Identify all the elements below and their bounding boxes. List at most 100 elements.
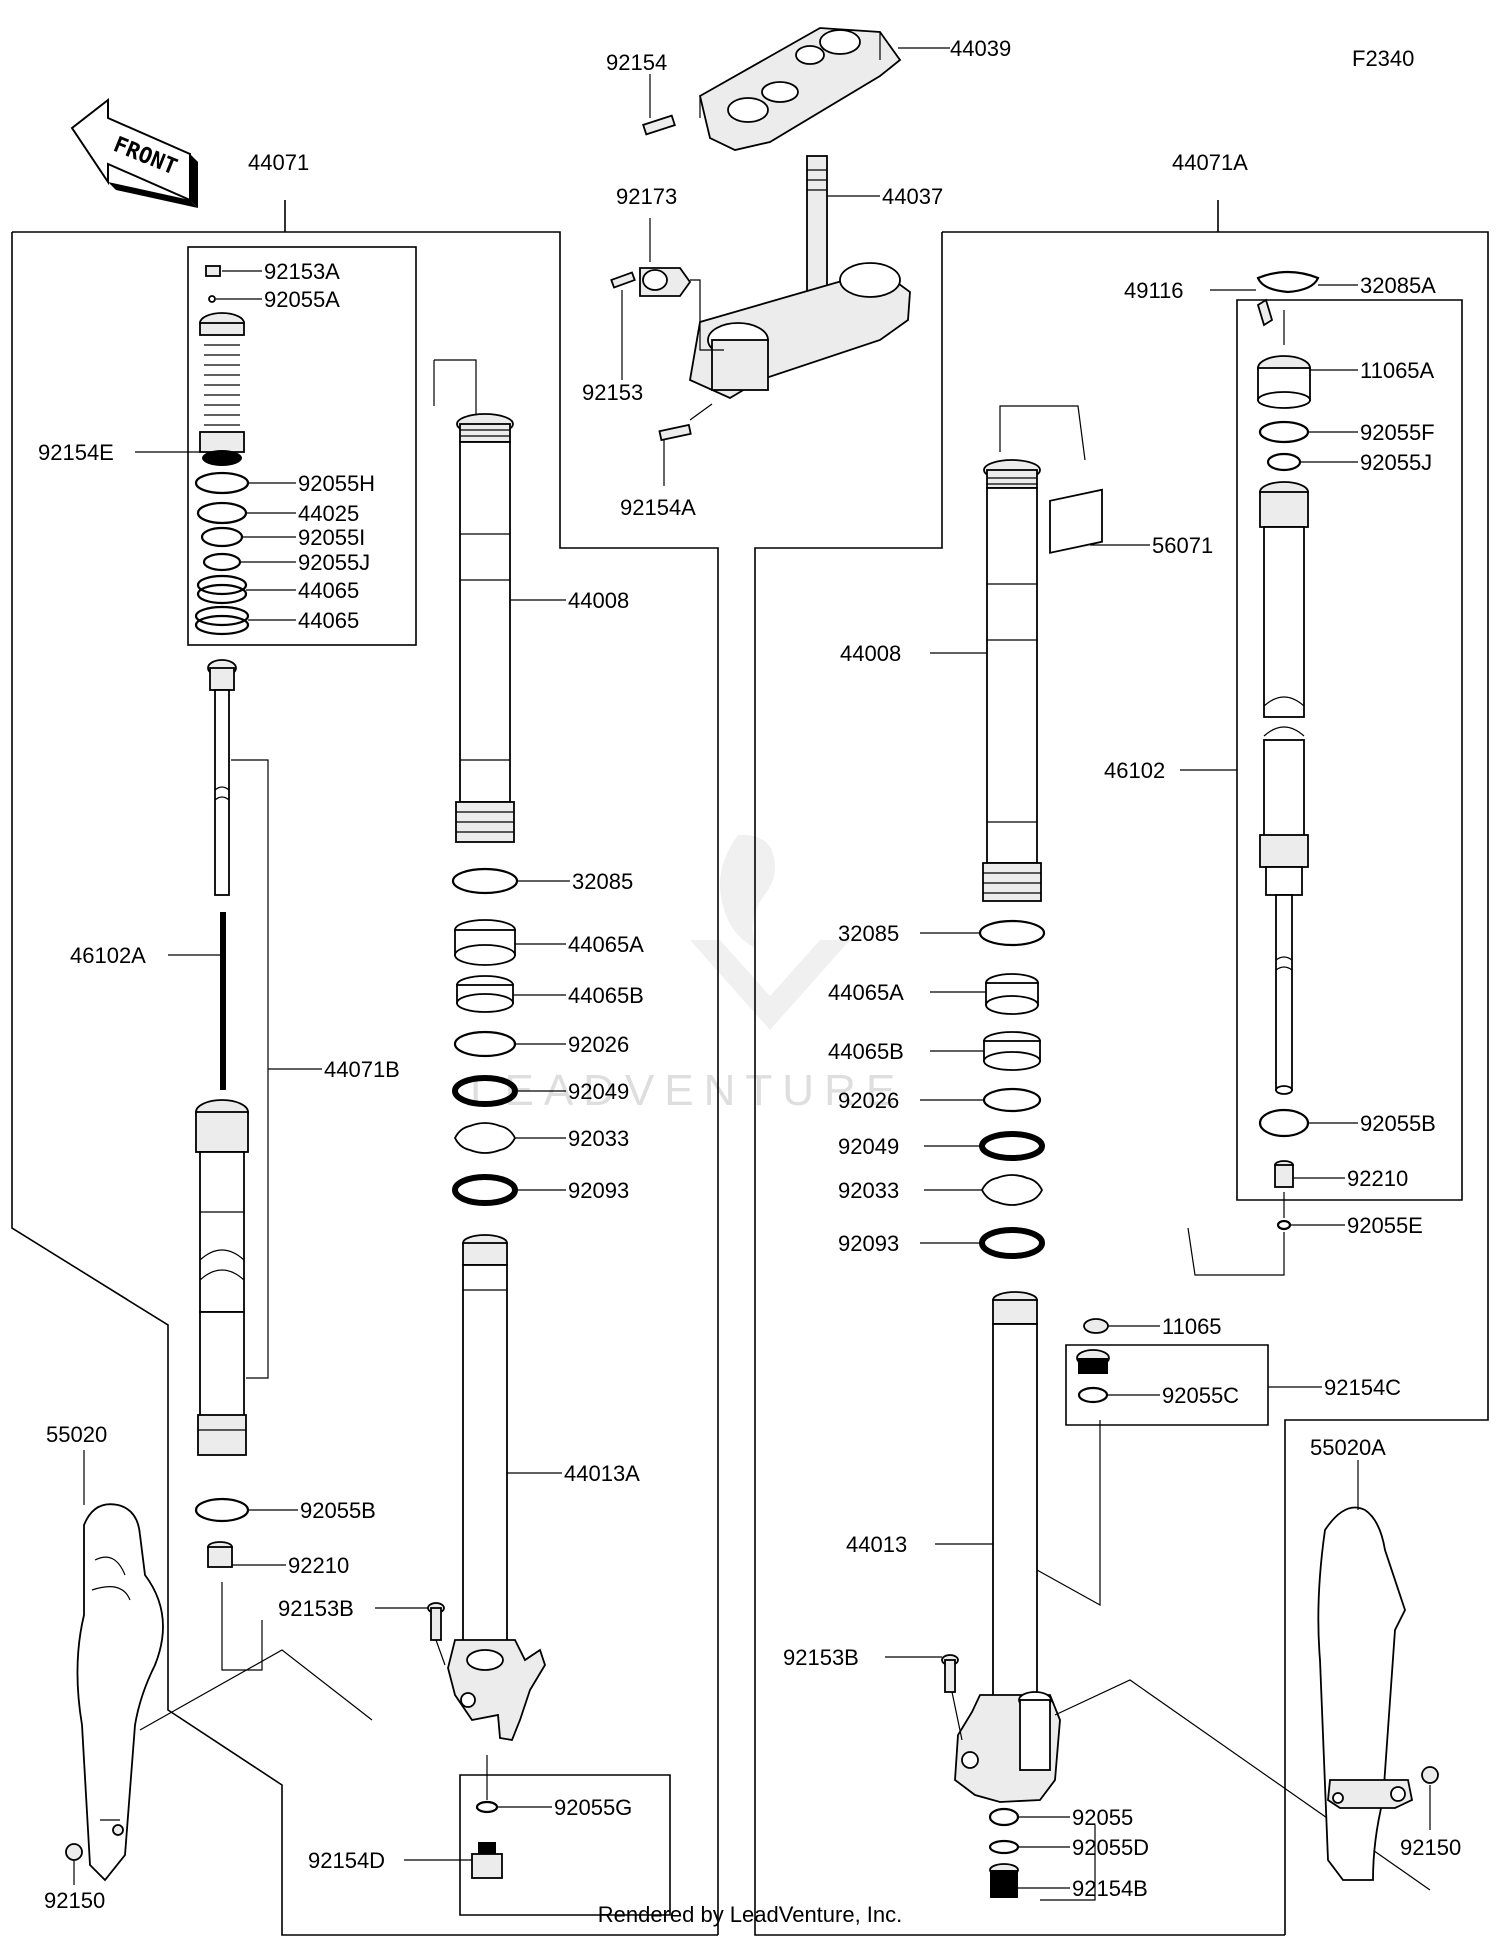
oring-92055J-right xyxy=(1266,452,1302,472)
bushing-44065B-right xyxy=(983,1031,1041,1071)
kit-box-92154D xyxy=(459,1774,671,1916)
bolt-92154A xyxy=(658,423,692,442)
label-44071B: 44071B xyxy=(324,1057,400,1082)
outer-tube-44008-right xyxy=(982,459,1042,902)
label-92033-right: 92033 xyxy=(838,1178,899,1203)
label-92154C: 92154C xyxy=(1324,1375,1401,1400)
ring-92055I xyxy=(200,526,244,548)
valve-92154C xyxy=(1076,1349,1110,1374)
oring-92055A xyxy=(208,295,216,303)
label-92153A: 92153A xyxy=(264,259,340,284)
label-44065B-right: 44065B xyxy=(828,1039,904,1064)
label-92055J-left: 92055J xyxy=(298,550,370,575)
label-32085A: 32085A xyxy=(1360,273,1436,298)
watermark-logo xyxy=(690,834,850,1030)
oring-92055F xyxy=(1258,420,1310,444)
label-44065A-left: 44065A xyxy=(568,932,644,957)
label-92154B: 92154B xyxy=(1072,1876,1148,1901)
label-92093-left: 92093 xyxy=(568,1178,629,1203)
label-92150-left: 92150 xyxy=(44,1888,105,1913)
label-92055J-right: 92055J xyxy=(1360,450,1432,475)
label-44008-right: 44008 xyxy=(840,641,901,666)
inner-tube-44013 xyxy=(954,1291,1061,1803)
oring-92055 xyxy=(988,1807,1020,1827)
seal-92093-left xyxy=(452,1174,518,1206)
label-92049-right: 92049 xyxy=(838,1134,899,1159)
oring-92055B-left xyxy=(194,1497,250,1523)
label-44071: 44071 xyxy=(248,150,309,175)
label-11065: 11065 xyxy=(1162,1314,1222,1339)
rod-46102A xyxy=(220,912,226,1090)
label-92210-right: 92210 xyxy=(1347,1166,1408,1191)
label-92154E: 92154E xyxy=(38,440,114,465)
oring-92055H xyxy=(194,471,250,495)
oring-92055C xyxy=(1077,1386,1109,1404)
label-46102: 46102 xyxy=(1104,758,1165,783)
label-44008-left: 44008 xyxy=(568,588,629,613)
label-92055H: 92055H xyxy=(298,471,375,496)
label-44065B-left: 44065B xyxy=(568,983,644,1008)
label-92055F: 92055F xyxy=(1360,420,1435,445)
label-92154D: 92154D xyxy=(308,1848,385,1873)
kit-box-46102 xyxy=(1236,299,1463,1201)
cartridge-46102 xyxy=(1259,481,1309,1095)
oring-92055D xyxy=(988,1839,1020,1855)
label-55020A: 55020A xyxy=(1310,1435,1386,1460)
clip-92033-right xyxy=(980,1174,1044,1206)
bushing-44065-1 xyxy=(196,574,248,605)
label-92055E: 92055E xyxy=(1347,1213,1423,1238)
label-44065-1: 44065 xyxy=(298,578,359,603)
label-49116: 49116 xyxy=(1124,278,1184,303)
label-92093-right: 92093 xyxy=(838,1231,899,1256)
label-92150-right: 92150 xyxy=(1400,1835,1461,1860)
label-44013A: 44013A xyxy=(564,1461,640,1486)
bolt-92150-left xyxy=(65,1843,83,1861)
label-92210-left: 92210 xyxy=(288,1553,349,1578)
label-44037: 44037 xyxy=(882,184,943,209)
ring-92055J-left xyxy=(202,552,242,572)
valve-92154B xyxy=(989,1863,1019,1898)
bushing-44065B-left xyxy=(456,975,514,1013)
bushing-44065A-left xyxy=(454,919,516,966)
bushing-44065A-right xyxy=(985,973,1039,1015)
ring-32085-right xyxy=(978,919,1046,947)
bolt-92210-left xyxy=(207,1541,233,1568)
label-44065A-right: 44065A xyxy=(828,980,904,1005)
bolt-92154-top xyxy=(642,114,676,136)
label-44025: 44025 xyxy=(298,501,359,526)
label-44013: 44013 xyxy=(846,1532,907,1557)
bolt-92153 xyxy=(610,271,636,289)
label-92055B-left: 92055B xyxy=(300,1498,376,1523)
label-32085-right: 32085 xyxy=(838,921,899,946)
bolt-92153B-right xyxy=(941,1654,959,1693)
seal-92049-right xyxy=(979,1131,1045,1161)
oring-92055G xyxy=(475,1800,499,1814)
label-55020: 55020 xyxy=(46,1422,107,1447)
circlip-32085A xyxy=(1256,270,1320,294)
kit-box-92154E xyxy=(187,246,417,646)
label-92153B-left: 92153B xyxy=(278,1596,354,1621)
upper-triple-clamp xyxy=(698,27,902,151)
label-44039: 44039 xyxy=(950,36,1011,61)
bolt-92210-right xyxy=(1274,1160,1294,1188)
ring-44025 xyxy=(196,501,248,525)
kit-box-92154C xyxy=(1065,1344,1269,1426)
label-92154A: 92154A xyxy=(620,495,696,520)
group-outline-44071A xyxy=(754,200,1489,1936)
damper-rod xyxy=(207,659,237,896)
label-92033-left: 92033 xyxy=(568,1126,629,1151)
label-92153B-right: 92153B xyxy=(783,1645,859,1670)
inner-tube-44013A xyxy=(447,1234,546,1742)
label-92153: 92153 xyxy=(582,380,643,405)
label-92055C: 92055C xyxy=(1162,1383,1239,1408)
label-44071A: 44071A xyxy=(1172,150,1248,175)
label-56071: 56071 xyxy=(1152,533,1213,558)
cartridge-tube-left xyxy=(195,1099,249,1456)
label-46102A: 46102A xyxy=(70,943,146,968)
fork-guard-55020A xyxy=(1317,1506,1414,1881)
group-outline-44071 xyxy=(11,200,719,1936)
washer-92026-left xyxy=(453,1030,517,1058)
oring-92055B-right xyxy=(1258,1108,1310,1138)
figure-code: F2340 xyxy=(1352,46,1415,71)
clamp-92173 xyxy=(639,267,692,297)
